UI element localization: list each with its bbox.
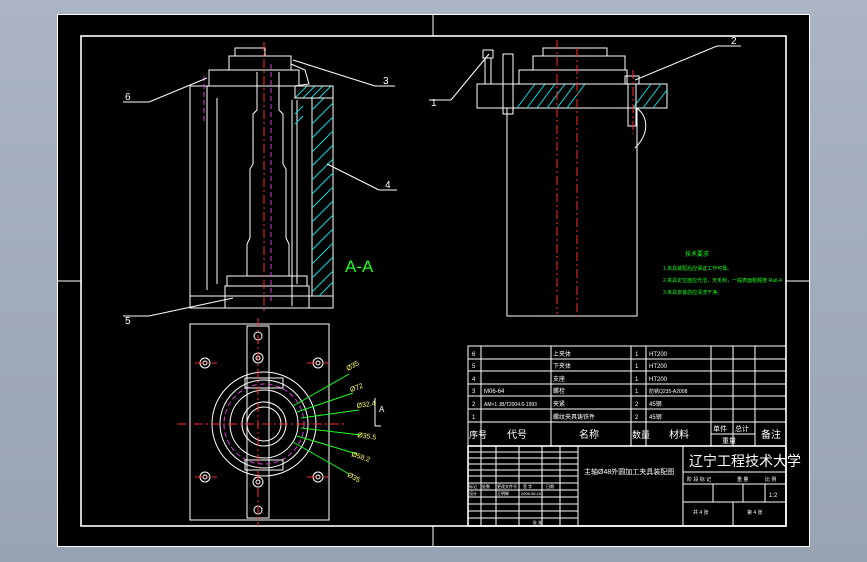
svg-text:备注: 备注 xyxy=(761,428,781,441)
balloon-4: 4 xyxy=(385,180,391,191)
bom-row-6-material: HT200 xyxy=(649,352,668,358)
bom-row-5-qty: 1 xyxy=(635,364,639,370)
title-block-fields: 标记 处数 更改文件号 签 字 日期 设计 王明辉 2006.06.10 批 准 xyxy=(469,483,554,525)
bom-header: 序号 代号 名称 数量 材料 单件 总计 重量 备注 xyxy=(469,424,781,445)
balloon-leaders xyxy=(123,45,741,317)
svg-text:代号: 代号 xyxy=(507,429,527,441)
bom-row-4-material: HT200 xyxy=(649,377,668,383)
svg-text:序号: 序号 xyxy=(469,429,487,440)
svg-text:数量: 数量 xyxy=(632,429,650,440)
bom-row-1-material: 45钢 xyxy=(649,413,662,421)
balloon-1: 1 xyxy=(431,98,437,109)
bom-table xyxy=(467,345,787,447)
section-view-aa xyxy=(189,42,334,314)
bom-row-6-name: 上夹体 xyxy=(553,350,571,358)
svg-text:2.夹具定位面应光洁，无毛刺，一般表面粗糙度 Ra6.4: 2.夹具定位面应光洁，无毛刺，一般表面粗糙度 Ra6.4 xyxy=(663,277,782,284)
title-block xyxy=(467,445,787,527)
bom-row-5-name: 下夹体 xyxy=(553,362,571,370)
bom-row-4-name: 支座 xyxy=(553,375,565,383)
sheet-number: 第 4 张 xyxy=(747,509,763,516)
drawing-title: 主轴Ø48外圆加工夹具装配图 xyxy=(584,467,674,476)
svg-text:技术要求: 技术要求 xyxy=(685,250,709,258)
bom-row-1-no: 1 xyxy=(472,415,476,421)
dim-3: Ø32.4 xyxy=(356,400,376,410)
svg-text:1.夹具装配后应保证工作可靠。: 1.夹具装配后应保证工作可靠。 xyxy=(663,265,732,272)
balloon-2: 2 xyxy=(731,36,737,47)
dim-6: Ø35 xyxy=(346,472,361,485)
svg-text:材料: 材料 xyxy=(669,428,689,441)
bom-row-4-qty: 1 xyxy=(635,377,639,383)
side-view xyxy=(476,40,668,318)
svg-text:标记: 标记 xyxy=(469,483,477,489)
bom-row-4-no: 4 xyxy=(472,377,476,383)
bom-row-3-name: 螺栓 xyxy=(553,387,565,395)
section-label: A-A xyxy=(345,257,374,276)
bom-row-2-name: 夹紧 xyxy=(553,400,565,408)
stage-label: 阶 段 标 记 xyxy=(687,476,711,483)
bom-row-2-code: AM×1 JB/T2004.6-1993 xyxy=(484,402,537,408)
svg-text:更改文件号: 更改文件号 xyxy=(497,483,517,489)
bom-row-1-name: 螺纹夹具铸铁件 xyxy=(553,413,595,421)
svg-text:2006.06.10: 2006.06.10 xyxy=(521,491,542,496)
svg-text:日期: 日期 xyxy=(546,483,554,489)
cad-drawing: A-A xyxy=(57,14,810,547)
bom-row-2-no: 2 xyxy=(472,402,476,408)
svg-text:王明辉: 王明辉 xyxy=(497,490,509,496)
bom-row-3-no: 3 xyxy=(472,389,476,395)
technical-requirements: 技术要求 1.夹具装配后应保证工作可靠。 2.夹具定位面应光洁，无毛刺，一般表面… xyxy=(663,250,782,296)
svg-text:单件: 单件 xyxy=(713,424,727,433)
svg-text:名称: 名称 xyxy=(579,428,599,441)
bom-row-6-qty: 1 xyxy=(635,352,639,358)
dim-1: Ø35 xyxy=(346,360,361,373)
bom-row-1-qty: 2 xyxy=(635,415,639,421)
sheets-total: 共 4 张 xyxy=(693,509,709,516)
dim-2: Ø72 xyxy=(349,383,364,394)
svg-text:总计: 总计 xyxy=(735,424,749,433)
bom-row-2-qty: 2 xyxy=(635,402,639,408)
dim-4: Ø35.5 xyxy=(357,432,377,442)
balloon-3: 3 xyxy=(383,76,389,87)
svg-text:设计: 设计 xyxy=(469,490,477,496)
svg-text:3.夹具安装前应清洗干净。: 3.夹具安装前应清洗干净。 xyxy=(663,289,722,296)
svg-text:签 字: 签 字 xyxy=(523,483,532,489)
bom-row-3-material: 防锈Q235-A2008 xyxy=(649,388,688,395)
weight-label: 重 量 xyxy=(737,476,748,483)
bom-row-5-no: 5 xyxy=(472,364,476,370)
svg-text:批 准: 批 准 xyxy=(533,519,542,525)
scale-value: 1:2 xyxy=(769,493,778,499)
bom-rows: 6 上夹体 1 HT200 5 下夹体 1 HT200 4 支座 1 HT200… xyxy=(472,350,688,421)
balloon-6: 6 xyxy=(125,92,131,103)
plan-view xyxy=(177,318,347,526)
bom-row-3-qty: 1 xyxy=(635,389,639,395)
cad-viewport[interactable]: A-A xyxy=(57,14,810,547)
view-marker: A xyxy=(379,405,385,414)
dim-5: Ø58.2 xyxy=(350,451,370,464)
svg-text:处数: 处数 xyxy=(482,483,490,489)
balloon-5: 5 xyxy=(125,316,131,327)
university-name: 辽宁工程技术大学 xyxy=(689,453,801,469)
bom-row-6-no: 6 xyxy=(472,352,476,358)
dimension-leaders xyxy=(292,373,381,475)
bom-row-5-material: HT200 xyxy=(649,364,668,370)
bom-row-3-code: M06-64 xyxy=(484,389,505,395)
scale-label: 比 例 xyxy=(765,476,776,483)
bom-row-2-material: 45钢 xyxy=(649,400,662,408)
svg-text:重量: 重量 xyxy=(722,437,736,445)
